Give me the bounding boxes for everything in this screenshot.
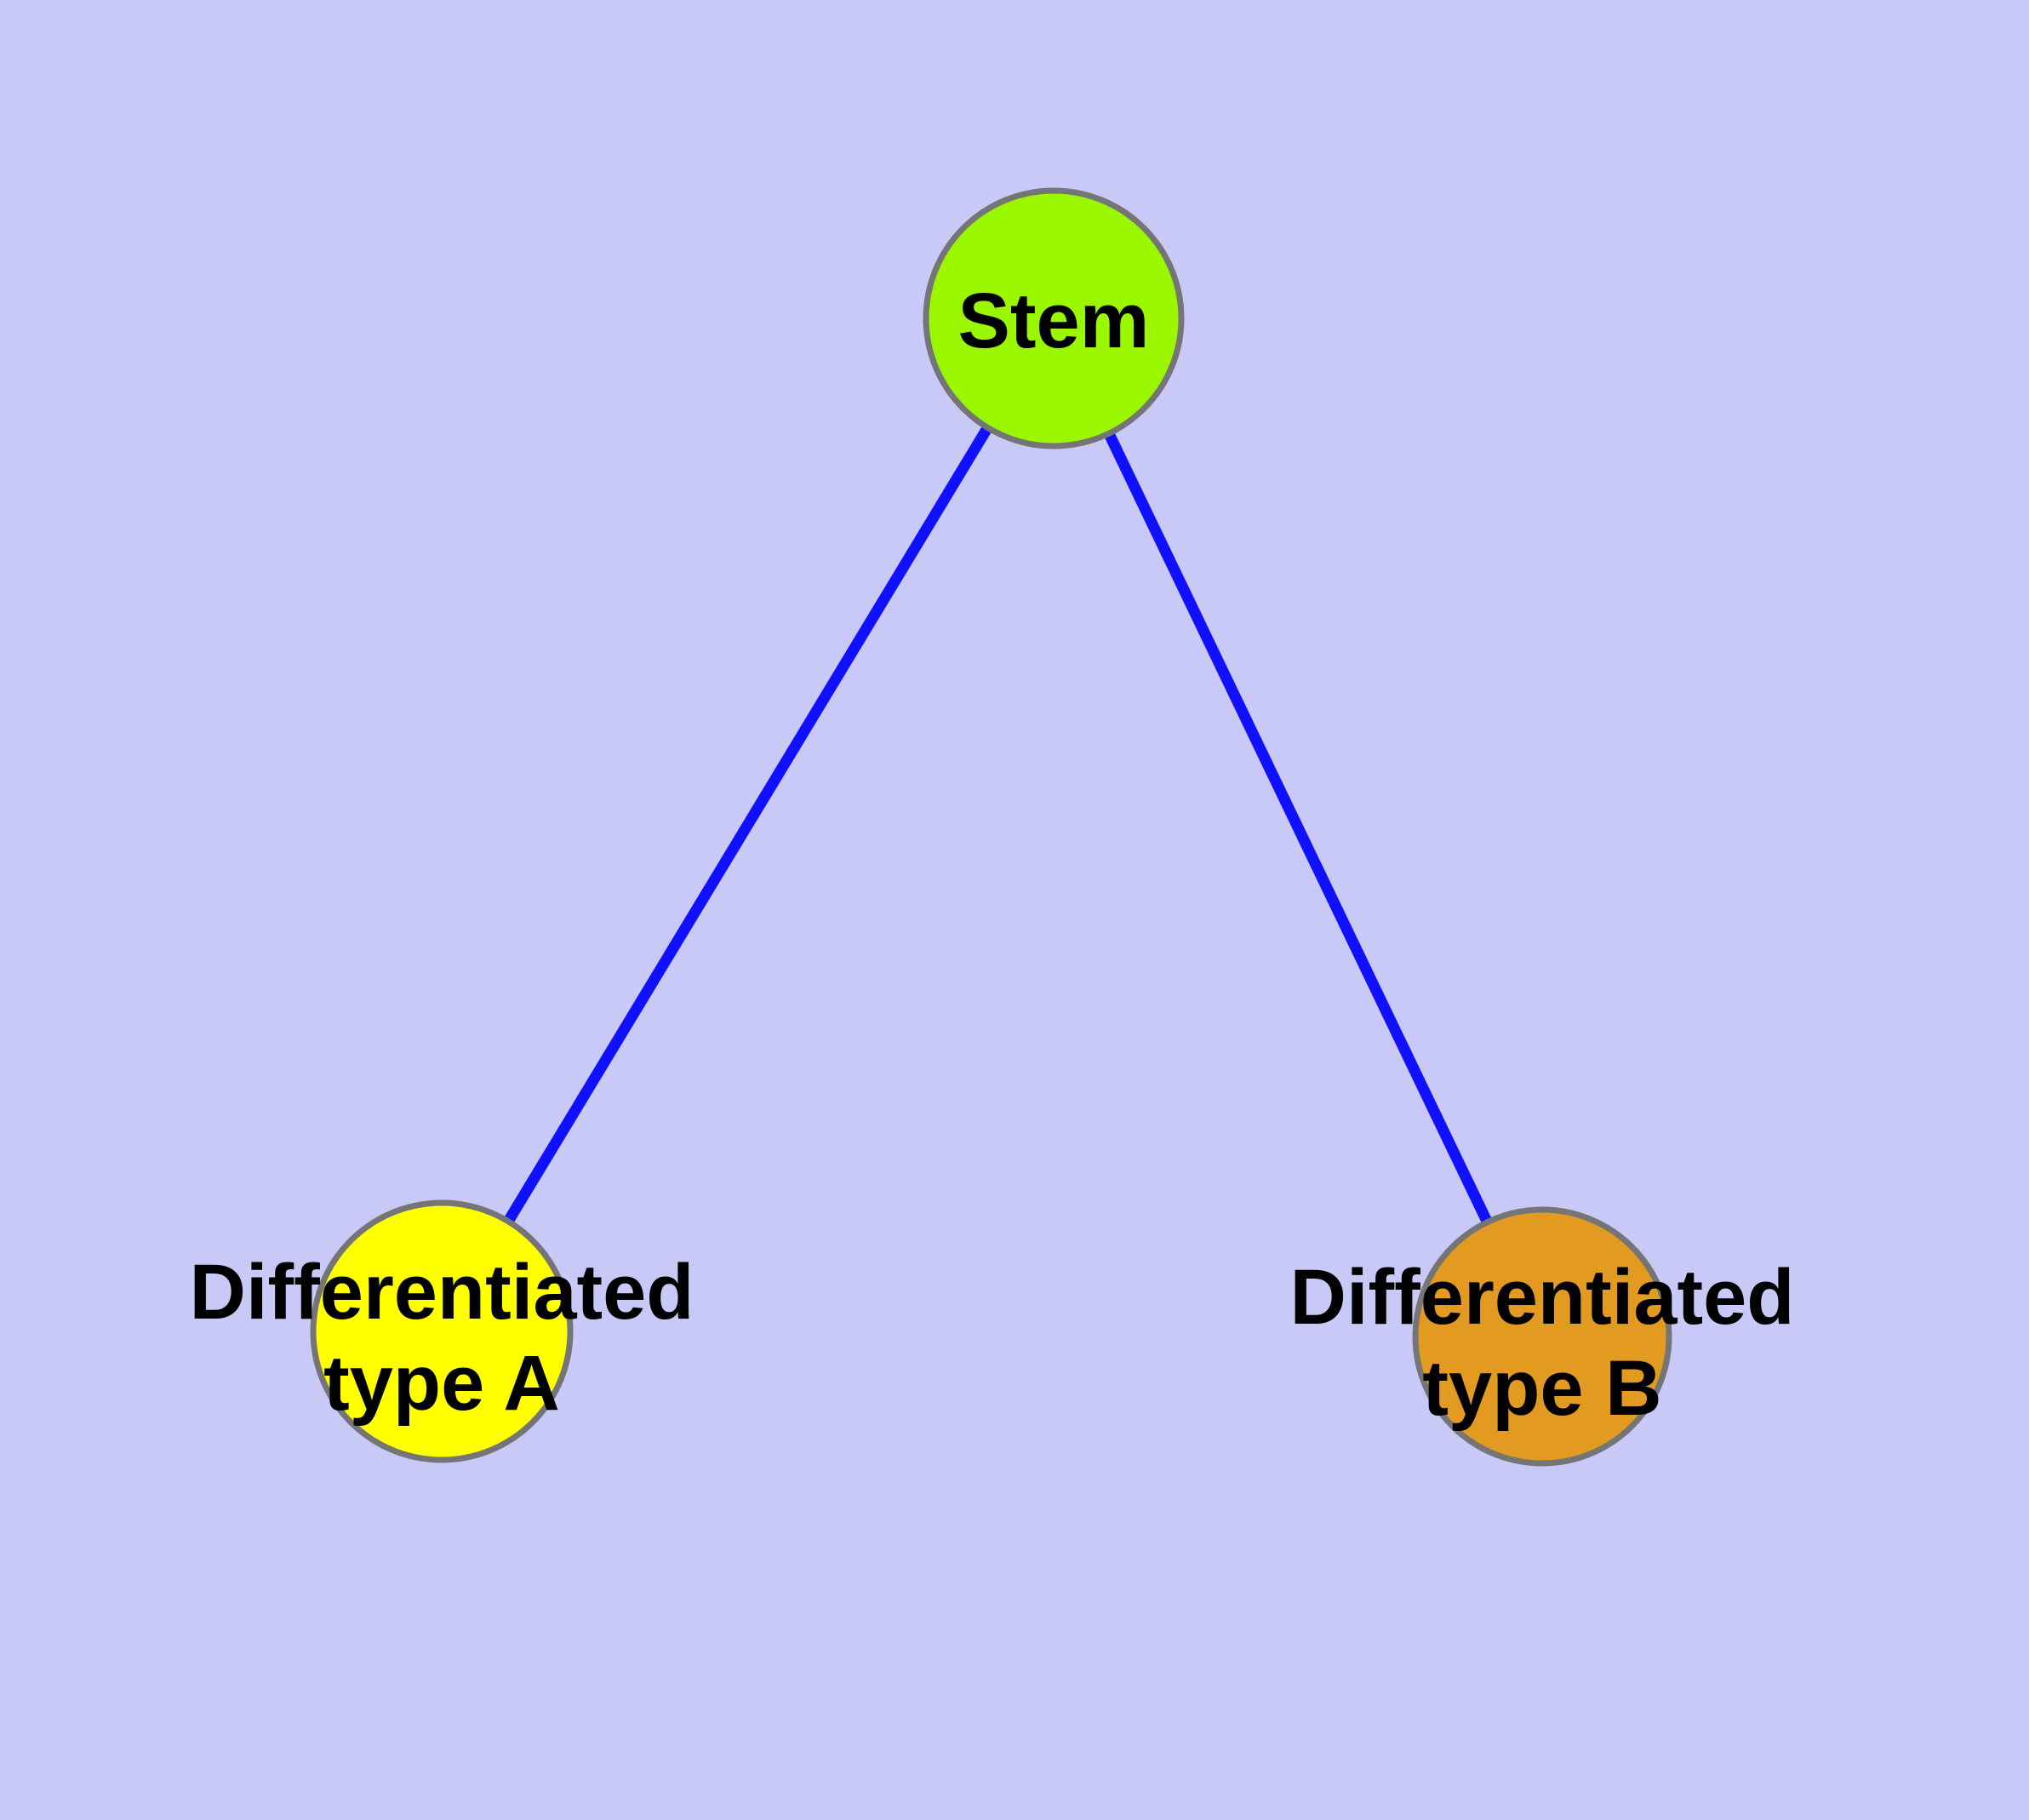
node-type-b-label-line2: type B: [1422, 1345, 1661, 1432]
node-differentiated-type-a: [310, 1199, 574, 1463]
edge-stem-to-type-b: [1049, 316, 1547, 1339]
node-differentiated-type-b: [1412, 1206, 1672, 1467]
edge-stem-to-type-a: [437, 315, 1059, 1335]
node-type-b-label-line1: Differentiated: [1290, 1254, 1795, 1341]
node-type-a-label-line1: Differentiated: [190, 1249, 694, 1336]
node-stem-label: Stem: [958, 278, 1150, 364]
node-type-a-label-line2: type A: [323, 1340, 560, 1427]
node-stem: [923, 187, 1185, 449]
